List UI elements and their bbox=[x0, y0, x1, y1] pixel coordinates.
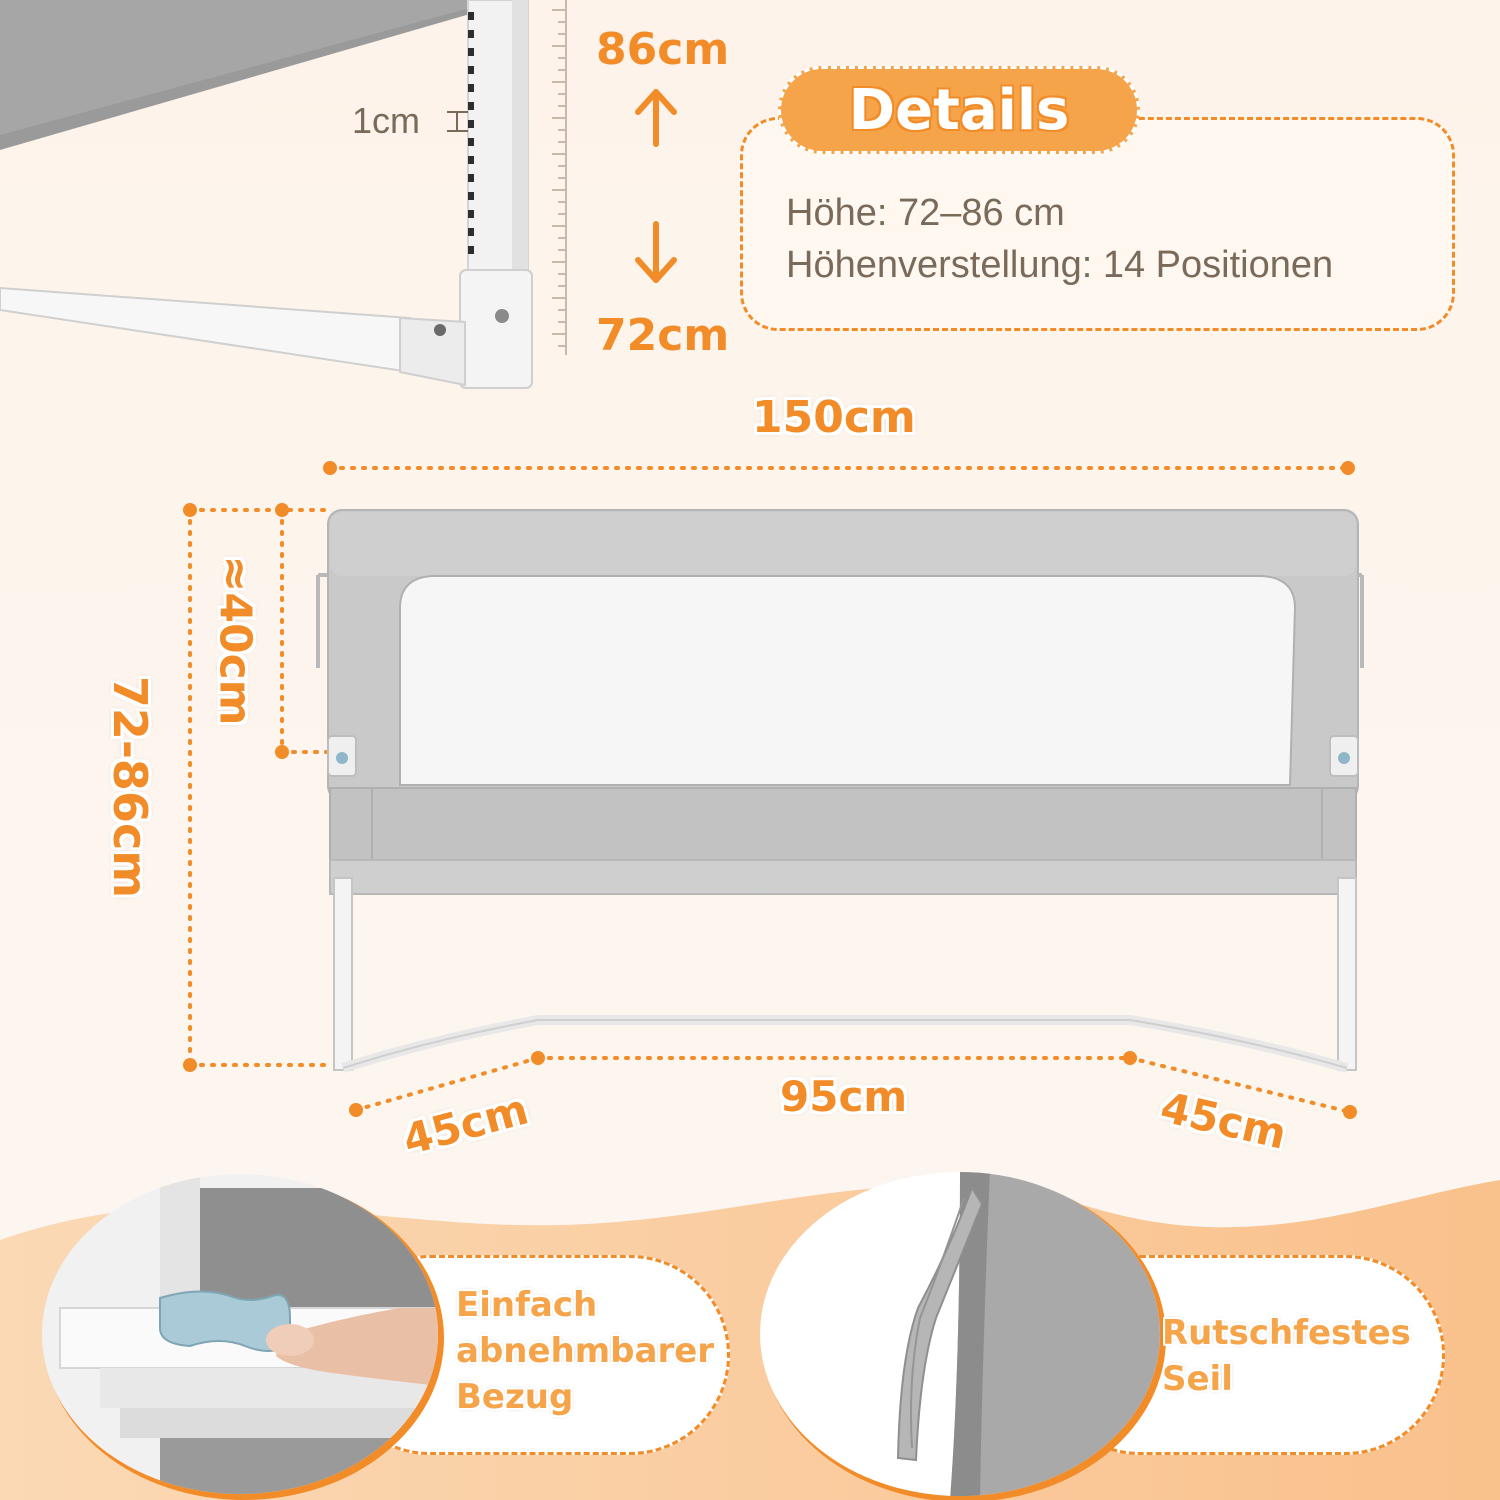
foot-middle-label: 95cm bbox=[780, 1072, 908, 1121]
feature-cover-text: Einfach abnehmbarer Bezug bbox=[456, 1282, 714, 1420]
height-top-label: 86cm bbox=[596, 24, 730, 75]
arrow-up-down-icon bbox=[635, 89, 677, 283]
feature-strap-line-2: Seil bbox=[1162, 1359, 1233, 1399]
details-badge-label: Details bbox=[848, 77, 1070, 143]
mesh-height-label: ≈40cm bbox=[209, 555, 261, 726]
height-range-label: 72-86cm bbox=[103, 675, 157, 899]
details-positions: Höhenverstellung: 14 Positionen bbox=[786, 244, 1334, 286]
feature-strap-line-1: Rutschfestes bbox=[1162, 1313, 1411, 1353]
feature-cover-line-1: Einfach bbox=[456, 1285, 598, 1325]
feature-cover-line-2: abnehmbarer bbox=[456, 1331, 715, 1371]
height-bottom-label: 72cm bbox=[596, 310, 730, 361]
details-badge: Details bbox=[778, 66, 1140, 154]
width-label: 150cm bbox=[752, 392, 916, 443]
release-button-photo bbox=[42, 1174, 444, 1500]
feature-cover-line-3: Bezug bbox=[456, 1377, 574, 1417]
strap-photo bbox=[760, 1172, 1166, 1500]
step-label: 1cm bbox=[352, 100, 421, 141]
feature-strap-text: Rutschfestes Seil bbox=[1162, 1310, 1411, 1402]
details-height: Höhe: 72–86 cm bbox=[786, 192, 1065, 234]
